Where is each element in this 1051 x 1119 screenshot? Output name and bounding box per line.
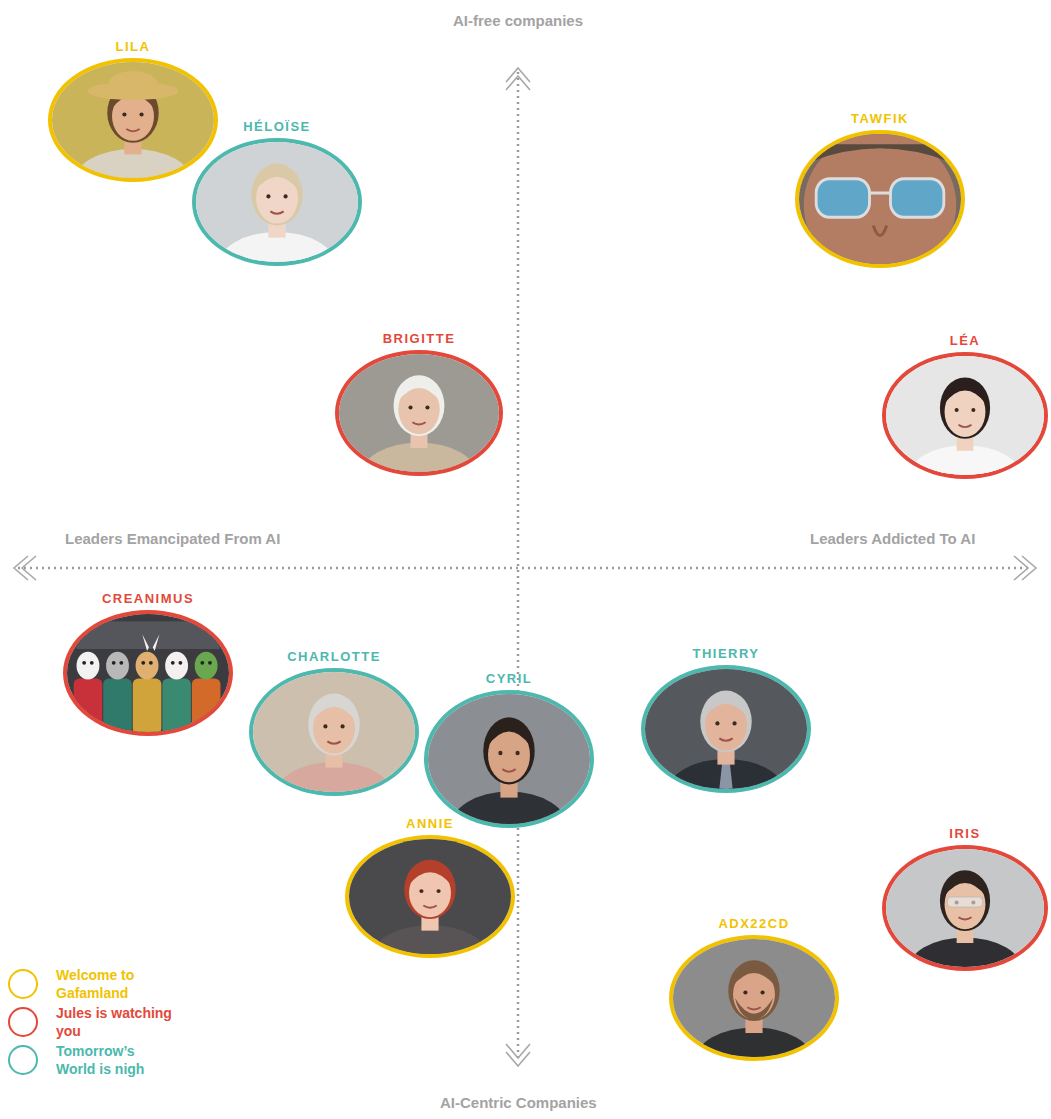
legend-swatch bbox=[8, 1007, 38, 1037]
portrait-picture bbox=[339, 354, 499, 472]
axis-label: Leaders Addicted To AI bbox=[807, 530, 978, 547]
person-name: LILA bbox=[116, 38, 151, 56]
person-name: CHARLOTTE bbox=[287, 648, 381, 666]
portrait-picture bbox=[349, 839, 511, 954]
portrait-picture bbox=[886, 356, 1044, 475]
portrait-node: CHARLOTTE bbox=[249, 648, 419, 796]
portrait-node: LILA bbox=[48, 38, 218, 182]
axis-label: AI-free companies bbox=[450, 12, 586, 29]
person-name: ANNIE bbox=[406, 815, 454, 833]
portrait-node: LÉA bbox=[882, 332, 1048, 479]
portrait-node: CYRIL bbox=[424, 670, 594, 828]
legend-swatch bbox=[8, 969, 38, 999]
legend-row: Jules is watching you bbox=[8, 1004, 176, 1040]
legend-swatch bbox=[8, 1045, 38, 1075]
person-name: TAWFIK bbox=[851, 110, 909, 128]
person-name: THIERRY bbox=[692, 645, 759, 663]
legend-text: Welcome to Gafamland bbox=[56, 966, 176, 1002]
axis-label: Leaders Emancipated From AI bbox=[62, 530, 283, 547]
portrait-oval bbox=[882, 352, 1048, 479]
portrait-oval bbox=[63, 610, 233, 736]
legend-text: Tomorrow’s World is nigh bbox=[56, 1042, 176, 1078]
portrait-picture bbox=[52, 62, 214, 178]
portrait-node: ADX22CD bbox=[669, 915, 839, 1061]
portrait-node: THIERRY bbox=[641, 645, 811, 793]
portrait-oval bbox=[335, 350, 503, 476]
portrait-picture bbox=[196, 142, 358, 262]
legend-text: Jules is watching you bbox=[56, 1004, 176, 1040]
portrait-node: HÉLOÏSE bbox=[192, 118, 362, 266]
person-name: LÉA bbox=[950, 332, 981, 350]
portrait-picture bbox=[673, 939, 835, 1057]
portrait-picture bbox=[67, 614, 229, 732]
portrait-picture bbox=[253, 672, 415, 792]
portrait-oval bbox=[882, 845, 1048, 971]
portrait-oval bbox=[345, 835, 515, 958]
portrait-oval bbox=[48, 58, 218, 182]
portrait-node: BRIGITTE bbox=[335, 330, 503, 476]
legend-row: Welcome to Gafamland bbox=[8, 966, 176, 1002]
portrait-node: ANNIE bbox=[345, 815, 515, 958]
person-name: CYRIL bbox=[486, 670, 533, 688]
portrait-picture bbox=[886, 849, 1044, 967]
person-name: BRIGITTE bbox=[383, 330, 456, 348]
portrait-node: CREANIMUS bbox=[63, 590, 233, 736]
person-name: CREANIMUS bbox=[102, 590, 194, 608]
person-name: ADX22CD bbox=[718, 915, 789, 933]
portrait-oval bbox=[669, 935, 839, 1061]
portrait-node: IRIS bbox=[882, 825, 1048, 971]
person-name: HÉLOÏSE bbox=[243, 118, 311, 136]
legend-row: Tomorrow’s World is nigh bbox=[8, 1042, 176, 1078]
portrait-oval bbox=[795, 130, 965, 268]
portrait-node: TAWFIK bbox=[795, 110, 965, 268]
portrait-picture bbox=[428, 694, 590, 824]
portrait-oval bbox=[641, 665, 811, 793]
portrait-picture bbox=[645, 669, 807, 789]
portrait-oval bbox=[424, 690, 594, 828]
portrait-oval bbox=[192, 138, 362, 266]
person-name: IRIS bbox=[949, 825, 980, 843]
portrait-picture bbox=[799, 134, 961, 264]
portrait-oval bbox=[249, 668, 419, 796]
axis-label: AI-Centric Companies bbox=[437, 1094, 600, 1111]
